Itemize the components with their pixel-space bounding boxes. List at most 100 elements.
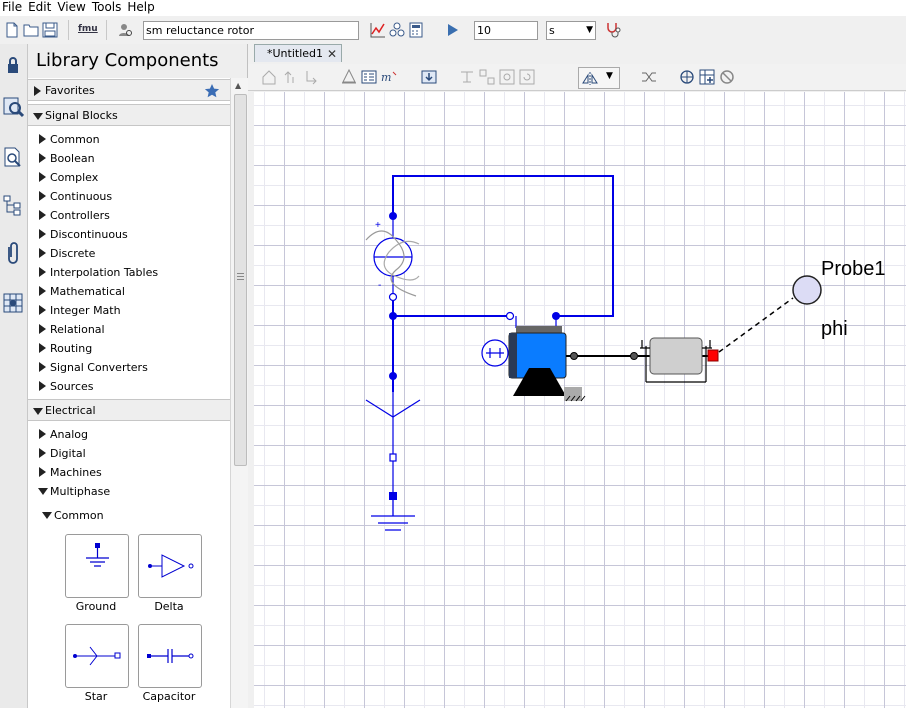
model-tree-icon[interactable] bbox=[2, 194, 24, 216]
stethoscope-icon[interactable] bbox=[604, 21, 622, 39]
menu-tools[interactable]: Tools bbox=[91, 0, 122, 14]
svg-text:m: m bbox=[381, 71, 391, 84]
scroll-up-icon[interactable]: ▲ bbox=[235, 81, 242, 90]
disable-icon[interactable] bbox=[718, 68, 736, 86]
menu-view[interactable]: View bbox=[57, 0, 86, 14]
navigate-up-icon[interactable] bbox=[282, 68, 300, 86]
card-label-delta: Delta bbox=[154, 600, 184, 613]
menu-help[interactable]: Help bbox=[127, 0, 155, 14]
tree-item-label: Integer Math bbox=[50, 304, 121, 317]
source-plus-label: + bbox=[375, 220, 381, 231]
run-simulation-icon[interactable] bbox=[444, 21, 462, 39]
chevron-down-icon: ▼ bbox=[606, 71, 613, 81]
parameters-icon[interactable] bbox=[360, 68, 378, 86]
time-unit-value: s bbox=[549, 24, 555, 37]
motor-plug-pin[interactable] bbox=[505, 311, 515, 321]
scrollbar-thumb[interactable] bbox=[234, 94, 247, 466]
component-card-star[interactable] bbox=[65, 624, 129, 688]
tree-item-boolean[interactable]: Boolean bbox=[38, 149, 95, 168]
component-card-delta[interactable] bbox=[138, 534, 202, 598]
tree-item-multiphase-common[interactable]: Common bbox=[42, 506, 104, 525]
align-icon[interactable] bbox=[478, 68, 496, 86]
tree-item-interpolation-tables[interactable]: Interpolation Tables bbox=[38, 263, 158, 282]
source-negative-pin[interactable] bbox=[388, 292, 398, 302]
tree-item-continuous[interactable]: Continuous bbox=[38, 187, 112, 206]
tree-item-routing[interactable]: Routing bbox=[38, 339, 92, 358]
tree-item-common[interactable]: Common bbox=[38, 130, 100, 149]
calculator-icon[interactable] bbox=[407, 21, 425, 39]
menu-file[interactable]: File bbox=[2, 0, 23, 14]
section-electrical[interactable]: Electrical bbox=[28, 399, 230, 421]
add-connector-icon[interactable] bbox=[678, 68, 696, 86]
tab-untitled1[interactable]: *Untitled1 ✕ bbox=[254, 44, 342, 62]
equation-icon[interactable]: m bbox=[380, 68, 398, 86]
menu-edit[interactable]: Edit bbox=[28, 0, 52, 14]
star-symbol-icon bbox=[73, 646, 121, 666]
section-signal-blocks[interactable]: Signal Blocks bbox=[28, 104, 230, 126]
tree-item-complex[interactable]: Complex bbox=[38, 168, 98, 187]
section-favorites-label: Favorites bbox=[45, 84, 95, 97]
fmu-button[interactable]: fmu bbox=[78, 24, 98, 34]
model-structure-icon[interactable] bbox=[388, 21, 406, 39]
home-icon[interactable] bbox=[260, 68, 278, 86]
mirror-dropdown[interactable]: ▼ bbox=[578, 67, 620, 89]
add-table-icon[interactable] bbox=[698, 68, 716, 86]
stop-time-input[interactable]: 10 bbox=[474, 21, 538, 40]
connect-icon[interactable] bbox=[458, 68, 476, 86]
user-search-icon[interactable] bbox=[116, 21, 134, 39]
reluctance-machine[interactable] bbox=[481, 316, 586, 402]
search-document-icon[interactable] bbox=[2, 146, 24, 168]
flip-icon[interactable] bbox=[340, 68, 358, 86]
tree-item-multiphase[interactable]: Multiphase bbox=[38, 482, 110, 501]
new-file-icon[interactable] bbox=[3, 21, 21, 39]
chevron-down-icon bbox=[33, 408, 43, 415]
ground-component[interactable] bbox=[371, 492, 415, 531]
capacitor-symbol-icon bbox=[147, 649, 194, 663]
tree-item-controllers[interactable]: Controllers bbox=[38, 206, 110, 225]
tree-item-integer-math[interactable]: Integer Math bbox=[38, 301, 121, 320]
inertia-component[interactable] bbox=[630, 337, 719, 383]
group-icon[interactable] bbox=[498, 68, 516, 86]
library-scrollbar[interactable]: ▲ bbox=[230, 78, 248, 708]
component-card-capacitor[interactable] bbox=[138, 624, 202, 688]
attachment-icon[interactable] bbox=[2, 242, 24, 264]
tree-item-label: Continuous bbox=[50, 190, 113, 203]
search-input[interactable]: sm reluctance rotor bbox=[143, 21, 359, 40]
tree-item-discontinuous[interactable]: Discontinuous bbox=[38, 225, 128, 244]
toolbar-separator bbox=[68, 20, 69, 40]
open-folder-icon[interactable] bbox=[22, 21, 40, 39]
probe-marker[interactable] bbox=[792, 275, 822, 305]
tree-item-digital[interactable]: Digital bbox=[38, 444, 86, 463]
main-toolbar: fmu sm reluctance rotor 10 s▼ bbox=[0, 16, 906, 45]
library-browser-icon[interactable] bbox=[2, 96, 24, 118]
close-tab-icon[interactable]: ✕ bbox=[327, 47, 338, 61]
tree-item-mathematical[interactable]: Mathematical bbox=[38, 282, 125, 301]
probe-link[interactable] bbox=[718, 297, 794, 353]
section-favorites[interactable]: Favorites bbox=[28, 79, 230, 101]
tree-item-discrete[interactable]: Discrete bbox=[38, 244, 95, 263]
rotate-icon[interactable] bbox=[518, 68, 536, 86]
tree-item-machines[interactable]: Machines bbox=[38, 463, 102, 482]
component-card-ground[interactable] bbox=[65, 534, 129, 598]
shuffle-icon[interactable] bbox=[640, 68, 658, 86]
time-unit-select[interactable]: s▼ bbox=[546, 21, 596, 40]
lock-icon[interactable] bbox=[2, 54, 24, 76]
side-toolstrip bbox=[0, 44, 28, 708]
plot-icon[interactable] bbox=[369, 21, 387, 39]
chevron-down-icon bbox=[33, 113, 43, 120]
editor-tab-bar: *Untitled1 ✕ bbox=[248, 44, 906, 64]
tree-item-sources[interactable]: Sources bbox=[38, 377, 94, 396]
tree-item-signal-converters[interactable]: Signal Converters bbox=[38, 358, 148, 377]
star-component[interactable] bbox=[365, 392, 421, 462]
tree-item-relational[interactable]: Relational bbox=[38, 320, 105, 339]
chevron-right-icon bbox=[39, 324, 46, 334]
library-panel: Library Components Favorites Signal Bloc… bbox=[28, 44, 248, 708]
voltage-source[interactable]: + - bbox=[365, 216, 420, 297]
angle-output-port[interactable] bbox=[707, 349, 719, 362]
star-icon[interactable] bbox=[204, 83, 220, 99]
component-grid-icon[interactable] bbox=[2, 292, 24, 314]
navigate-down-icon[interactable] bbox=[302, 68, 320, 86]
save-icon[interactable] bbox=[41, 21, 59, 39]
import-icon[interactable] bbox=[420, 68, 438, 86]
tree-item-analog[interactable]: Analog bbox=[38, 425, 88, 444]
